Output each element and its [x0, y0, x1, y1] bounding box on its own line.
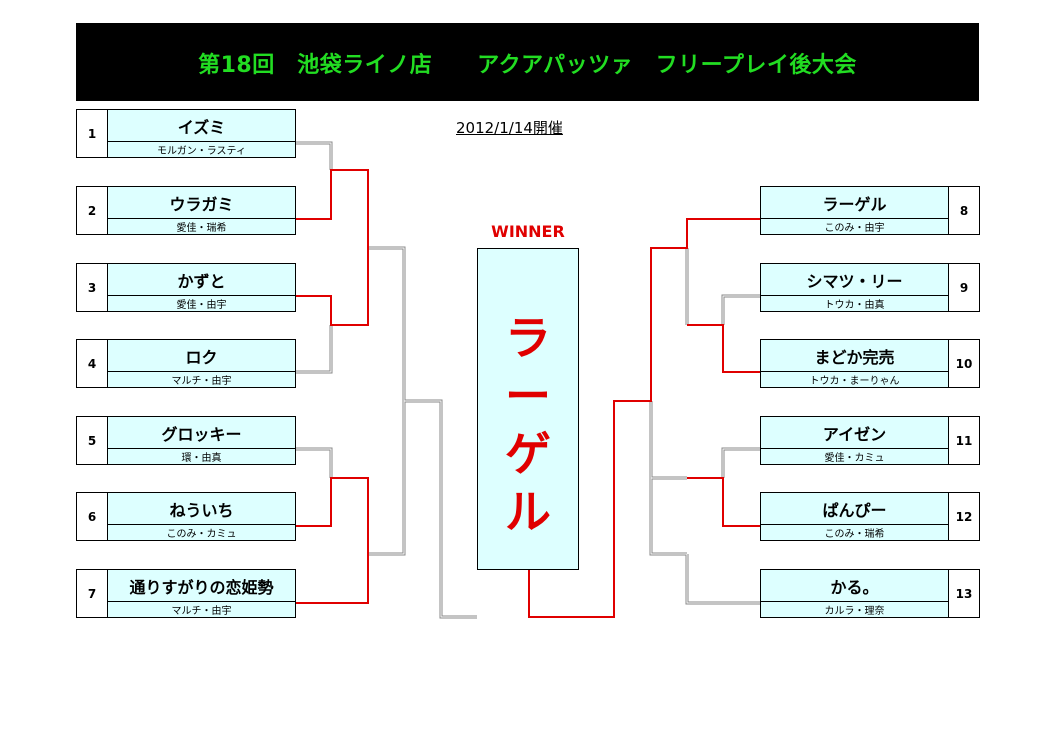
winner-char: ラ — [505, 311, 551, 365]
team-name: ウラガミ — [108, 187, 295, 219]
team-name: まどか完売 — [761, 340, 948, 372]
team-members: このみ・由宇 — [761, 219, 948, 234]
seed-number: 5 — [77, 417, 108, 464]
seed-number: 6 — [77, 493, 108, 540]
team-members: このみ・瑞希 — [761, 525, 948, 540]
left-losing-lines — [295, 141, 477, 619]
seed-number: 9 — [948, 264, 979, 311]
team-entry-7: 7 通りすがりの恋姫勢 マルチ・由宇 — [76, 569, 296, 618]
team-name: ねういち — [108, 493, 295, 525]
team-entry-2: 2 ウラガミ 愛佳・瑞希 — [76, 186, 296, 235]
left-winning-lines — [295, 169, 369, 604]
team-entry-3: 3 かずと 愛佳・由宇 — [76, 263, 296, 312]
team-entry-9: シマツ・リー トウカ・由真 9 — [760, 263, 980, 312]
seed-number: 12 — [948, 493, 979, 540]
winner-box: ラ ー ゲ ル — [477, 248, 579, 570]
winner-char: ー — [505, 369, 551, 423]
team-entry-6: 6 ねういち このみ・カミュ — [76, 492, 296, 541]
right-winning-lines — [528, 218, 760, 618]
seed-number: 13 — [948, 570, 979, 617]
team-members: 環・由真 — [108, 449, 295, 464]
team-members: マルチ・由宇 — [108, 602, 295, 617]
winner-label: WINNER — [491, 222, 565, 241]
team-name: かずと — [108, 264, 295, 296]
team-members: 愛佳・由宇 — [108, 296, 295, 311]
team-entry-4: 4 ロク マルチ・由宇 — [76, 339, 296, 388]
team-entry-11: アイゼン 愛佳・カミュ 11 — [760, 416, 980, 465]
team-entry-12: ぱんぴー このみ・瑞希 12 — [760, 492, 980, 541]
team-name: イズミ — [108, 110, 295, 142]
team-name: 通りすがりの恋姫勢 — [108, 570, 295, 602]
team-entry-5: 5 グロッキー 環・由真 — [76, 416, 296, 465]
seed-number: 2 — [77, 187, 108, 234]
team-members: モルガン・ラスティ — [108, 142, 295, 157]
team-name: かる。 — [761, 570, 948, 602]
seed-number: 7 — [77, 570, 108, 617]
team-members: トウカ・まーりゃん — [761, 372, 948, 387]
seed-number: 3 — [77, 264, 108, 311]
seed-number: 11 — [948, 417, 979, 464]
winner-char: ル — [505, 485, 551, 539]
team-entry-13: かる。 カルラ・理奈 13 — [760, 569, 980, 618]
winner-char: ゲ — [505, 427, 551, 481]
title-banner: 第18回 池袋ライノ店 アクアパッツァ フリープレイ後大会 — [76, 23, 979, 101]
team-members: このみ・カミュ — [108, 525, 295, 540]
seed-number: 10 — [948, 340, 979, 387]
right-losing-lines — [649, 248, 760, 605]
team-name: ロク — [108, 340, 295, 372]
team-entry-8: ラーゲル このみ・由宇 8 — [760, 186, 980, 235]
team-name: ラーゲル — [761, 187, 948, 219]
team-members: トウカ・由真 — [761, 296, 948, 311]
team-members: 愛佳・カミュ — [761, 449, 948, 464]
team-name: アイゼン — [761, 417, 948, 449]
team-name: ぱんぴー — [761, 493, 948, 525]
team-name: シマツ・リー — [761, 264, 948, 296]
tournament-title: 第18回 池袋ライノ店 アクアパッツァ フリープレイ後大会 — [198, 53, 857, 78]
team-members: マルチ・由宇 — [108, 372, 295, 387]
seed-number: 1 — [77, 110, 108, 157]
team-entry-10: まどか完売 トウカ・まーりゃん 10 — [760, 339, 980, 388]
seed-number: 4 — [77, 340, 108, 387]
team-name: グロッキー — [108, 417, 295, 449]
team-members: 愛佳・瑞希 — [108, 219, 295, 234]
event-date: 2012/1/14開催 — [456, 119, 563, 137]
seed-number: 8 — [948, 187, 979, 234]
winner-name: ラ ー ゲ ル — [478, 309, 578, 541]
team-members: カルラ・理奈 — [761, 602, 948, 617]
team-entry-1: 1 イズミ モルガン・ラスティ — [76, 109, 296, 158]
